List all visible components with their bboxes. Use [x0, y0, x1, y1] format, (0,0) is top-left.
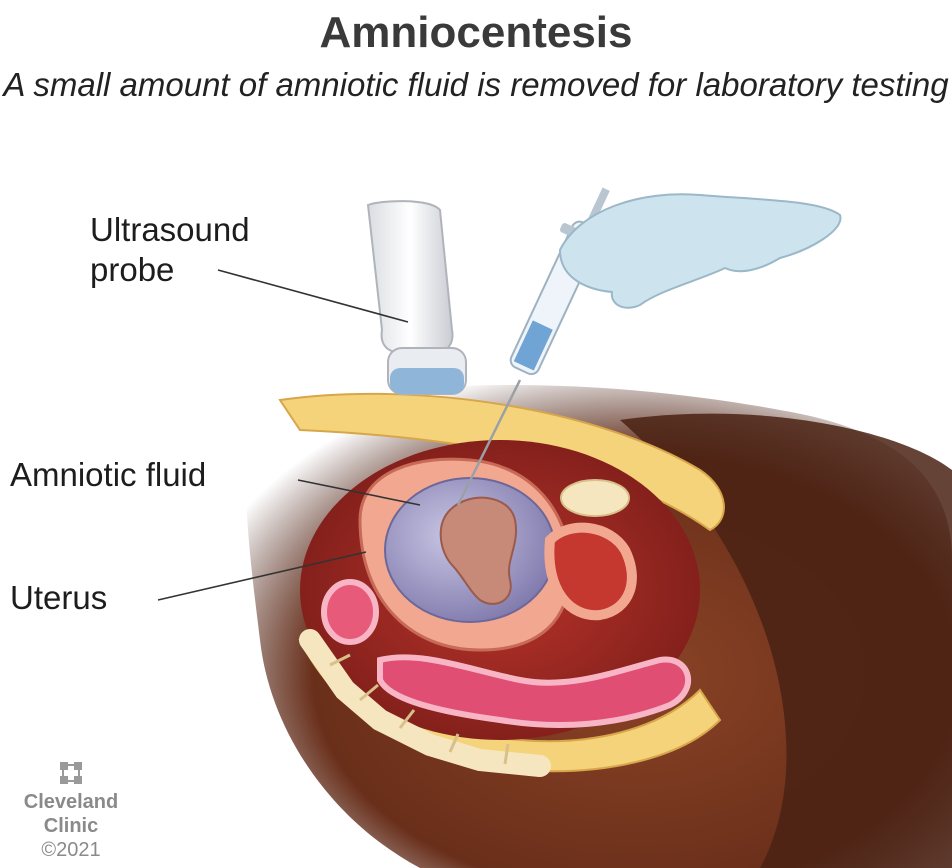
label-uterus: Uterus	[10, 578, 107, 618]
logo-name-line2: Clinic	[6, 814, 136, 838]
label-amniotic-fluid: Amniotic fluid	[10, 455, 206, 495]
bladder	[549, 528, 632, 616]
label-ultrasound-probe: Ultrasound probe	[90, 210, 330, 290]
clinic-cross-icon	[60, 762, 82, 784]
logo-copyright-year: ©2021	[6, 838, 136, 862]
logo-name-line1: Cleveland	[6, 790, 136, 814]
cleveland-clinic-logo: Cleveland Clinic ©2021	[6, 762, 136, 862]
pubic-bone	[561, 480, 629, 516]
gloved-hand	[560, 194, 840, 308]
ultrasound-probe-tip	[390, 368, 464, 394]
intestine-loop	[324, 582, 376, 642]
ultrasound-probe-handle	[368, 201, 453, 352]
